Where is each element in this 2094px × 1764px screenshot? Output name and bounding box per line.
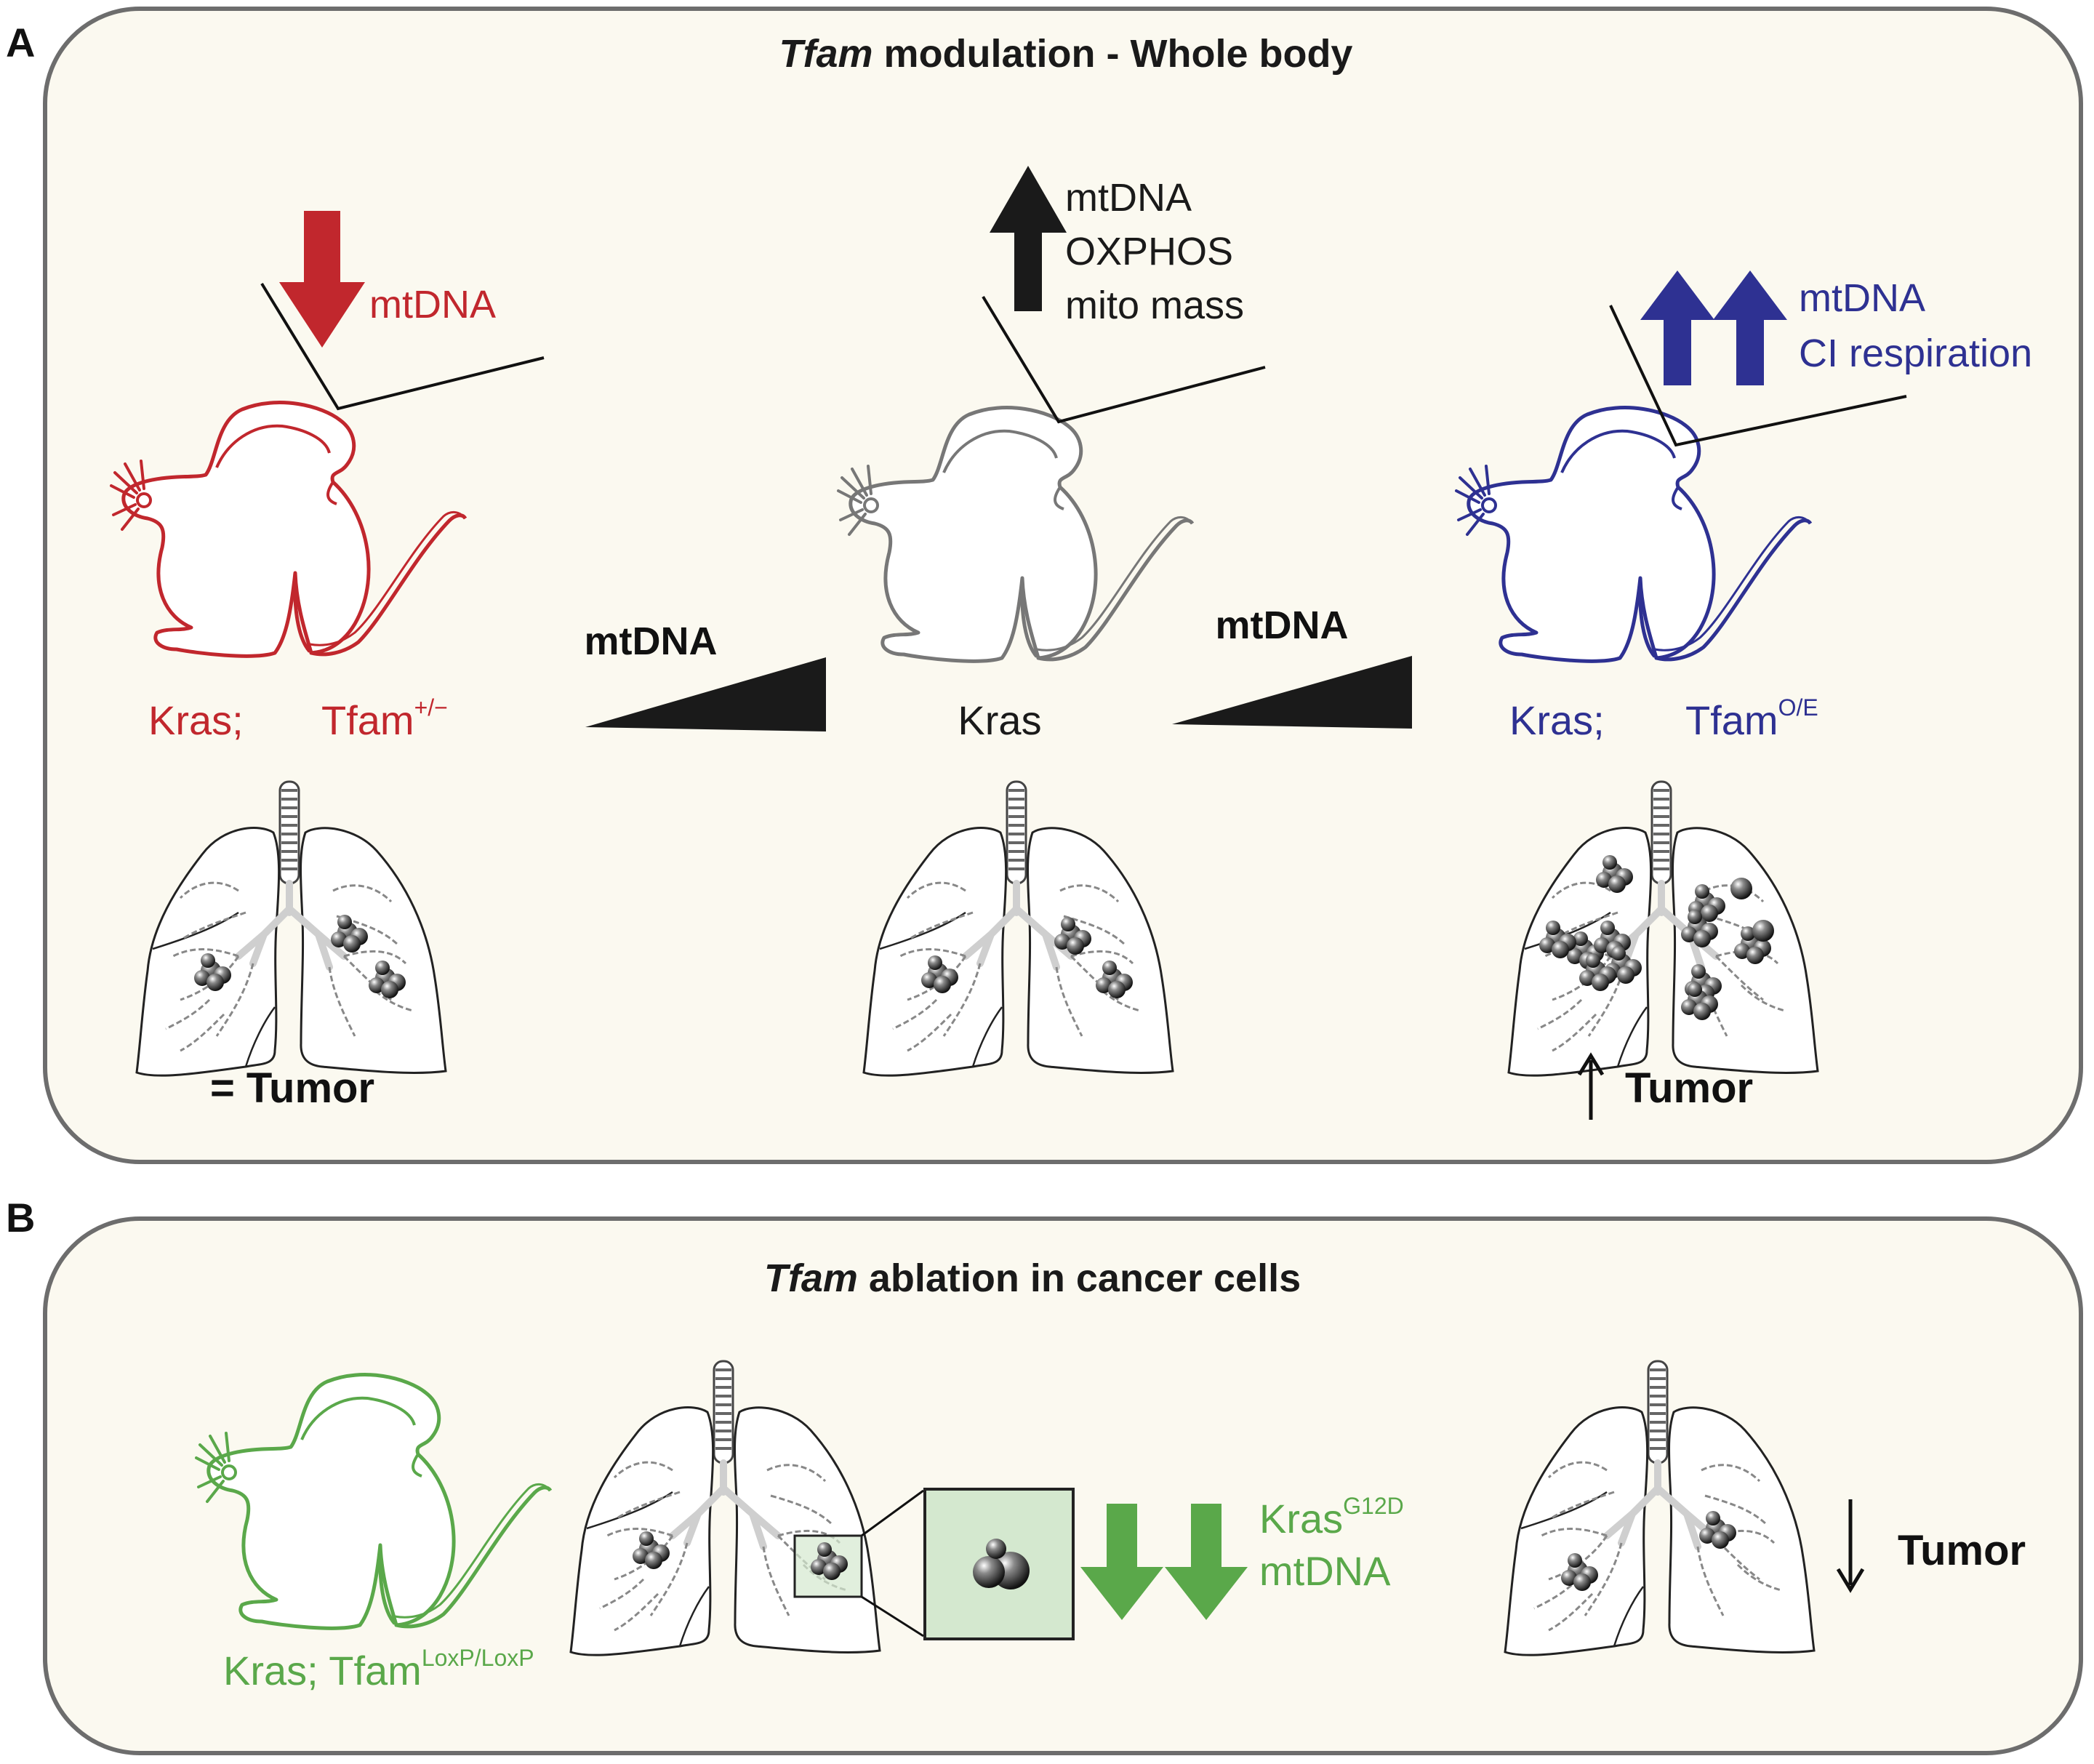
- panel-b-letter: B: [6, 1195, 35, 1240]
- green-effect-line-1-main: Kras: [1259, 1496, 1343, 1542]
- zoom-line-top: [861, 1489, 924, 1537]
- mtdna-gradient-wedge-2: [1172, 656, 1412, 729]
- center-effect-line-2: OXPHOS: [1065, 230, 1233, 273]
- mtdna-gradient-wedge-1: [585, 657, 826, 731]
- down-arrow-icon-tumor: [1836, 1499, 1865, 1593]
- b-tumor-label: Tumor: [1898, 1527, 2026, 1574]
- green-genotype: Kras; TfamLoxP/LoxP: [223, 1645, 534, 1693]
- right-tumor-label: Tumor: [1625, 1065, 1753, 1112]
- green-effect-line-2: mtDNA: [1259, 1548, 1391, 1594]
- green-effect-line-1: KrasG12D: [1259, 1493, 1404, 1542]
- zoom-line-bottom: [861, 1595, 924, 1637]
- down-arrow-icon-green-2: [1165, 1504, 1248, 1620]
- right-genotype-tfam-sup: O/E: [1778, 694, 1818, 721]
- tumor-cluster-large: [1539, 855, 1774, 1020]
- center-genotype: Kras: [958, 697, 1041, 743]
- up-arrow-icon-tumor: [1577, 1052, 1605, 1120]
- effect-bracket-center: [982, 295, 1266, 424]
- gradient-label-2: mtDNA: [1216, 604, 1349, 647]
- up-arrow-icon-blue-1: [1640, 270, 1714, 385]
- left-genotype-tfam-sup: +/−: [414, 694, 448, 721]
- effect-bracket-right: [1609, 305, 1907, 447]
- panel-b-title-italic: Tfam: [764, 1256, 858, 1300]
- right-genotype-tfam: TfamO/E: [1685, 694, 1818, 743]
- panel-a-title-rest: modulation - Whole body: [873, 32, 1353, 76]
- effect-bracket-left: [260, 282, 545, 411]
- panel-a-title-italic: Tfam: [779, 32, 873, 76]
- center-effect-line-1: mtDNA: [1065, 176, 1192, 220]
- down-arrow-icon-green-1: [1080, 1504, 1163, 1620]
- left-genotype-tfam-main: Tfam: [321, 697, 414, 743]
- green-genotype-sup: LoxP/LoxP: [422, 1645, 534, 1671]
- panel-a-letter: A: [6, 20, 35, 65]
- up-arrow-icon-black: [990, 166, 1067, 311]
- left-effect-label: mtDNA: [369, 283, 496, 326]
- left-genotype-tfam: Tfam+/−: [321, 694, 448, 743]
- up-arrow-icon-blue-2: [1713, 270, 1787, 385]
- right-effect-line-1: mtDNA: [1799, 276, 1925, 320]
- panel-b-title-rest: ablation in cancer cells: [858, 1256, 1301, 1300]
- gradient-label-1: mtDNA: [585, 620, 718, 663]
- panel-b-title: Tfam ablation in cancer cells: [764, 1256, 1301, 1300]
- down-arrow-icon-red: [279, 211, 365, 348]
- panel-a-title: Tfam modulation - Whole body: [779, 32, 1353, 76]
- right-effect-line-2: CI respiration: [1799, 332, 2032, 375]
- green-genotype-main: Kras; Tfam: [223, 1648, 422, 1693]
- green-effect-line-1-sup: G12D: [1343, 1493, 1404, 1519]
- center-effect-line-3: mito mass: [1065, 284, 1244, 327]
- right-genotype-tfam-main: Tfam: [1685, 697, 1778, 743]
- right-genotype-kras: Kras;: [1509, 697, 1605, 743]
- left-genotype-kras: Kras;: [148, 697, 244, 743]
- left-tumor-label: = Tumor: [210, 1065, 374, 1112]
- zoomed-tumor: [973, 1539, 1030, 1589]
